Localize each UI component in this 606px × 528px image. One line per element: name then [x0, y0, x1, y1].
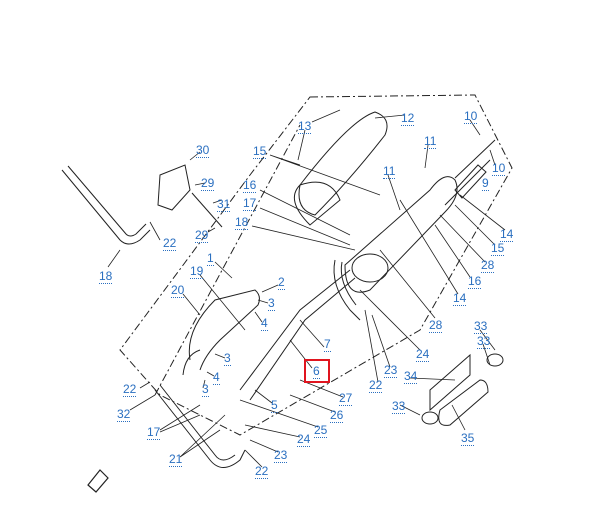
callout-29[interactable]: 29: [201, 176, 215, 191]
callout-11[interactable]: 11: [383, 164, 396, 179]
callout-33[interactable]: 33: [392, 399, 406, 414]
callout-22[interactable]: 22: [255, 464, 269, 479]
callout-30[interactable]: 30: [196, 143, 210, 158]
callout-22[interactable]: 22: [369, 378, 383, 393]
callout-10[interactable]: 10: [492, 161, 506, 176]
callout-33[interactable]: 33: [477, 334, 491, 349]
callout-24[interactable]: 24: [297, 432, 311, 447]
callout-17[interactable]: 17: [147, 425, 161, 440]
callout-26[interactable]: 26: [330, 408, 344, 423]
callout-10[interactable]: 10: [464, 109, 478, 124]
callout-3[interactable]: 3: [202, 382, 209, 397]
callout-24[interactable]: 24: [416, 347, 430, 362]
callout-27[interactable]: 27: [339, 391, 353, 406]
callout-1[interactable]: 1: [207, 251, 214, 266]
callout-29[interactable]: 29: [195, 228, 209, 243]
callout-3[interactable]: 3: [224, 351, 231, 366]
callout-14[interactable]: 14: [453, 291, 467, 306]
callout-9[interactable]: 9: [482, 176, 489, 191]
highlight-box: [304, 359, 330, 383]
callout-4[interactable]: 4: [261, 316, 268, 331]
callout-22[interactable]: 22: [123, 382, 137, 397]
callout-4[interactable]: 4: [213, 370, 220, 385]
callout-21[interactable]: 21: [169, 452, 183, 467]
callout-7[interactable]: 7: [324, 337, 331, 352]
callout-6-highlighted[interactable]: 6: [313, 364, 320, 379]
callout-12[interactable]: 12: [401, 111, 415, 126]
callout-25[interactable]: 25: [314, 423, 328, 438]
callout-15[interactable]: 15: [491, 241, 505, 256]
callout-23[interactable]: 23: [274, 448, 288, 463]
callout-13[interactable]: 13: [298, 119, 312, 134]
callout-14[interactable]: 14: [500, 227, 514, 242]
callout-35[interactable]: 35: [461, 431, 475, 446]
callout-16[interactable]: 16: [243, 178, 257, 193]
callout-31[interactable]: 31: [217, 197, 231, 212]
callout-16[interactable]: 16: [468, 274, 482, 289]
callout-19[interactable]: 19: [190, 264, 204, 279]
callout-22[interactable]: 22: [163, 236, 177, 251]
callout-20[interactable]: 20: [171, 283, 185, 298]
callout-23[interactable]: 23: [384, 363, 398, 378]
callout-17[interactable]: 17: [243, 196, 257, 211]
callout-3[interactable]: 3: [268, 296, 275, 311]
callout-5[interactable]: 5: [271, 398, 278, 413]
callout-18[interactable]: 18: [235, 215, 249, 230]
callout-32[interactable]: 32: [117, 407, 131, 422]
callout-34[interactable]: 34: [404, 369, 418, 384]
callout-2[interactable]: 2: [278, 275, 285, 290]
callout-28[interactable]: 28: [481, 258, 495, 273]
callout-11[interactable]: 11: [424, 134, 437, 149]
callout-28[interactable]: 28: [429, 318, 443, 333]
callout-18[interactable]: 18: [99, 269, 113, 284]
callout-33[interactable]: 33: [474, 319, 488, 334]
callout-15[interactable]: 15: [253, 144, 267, 159]
